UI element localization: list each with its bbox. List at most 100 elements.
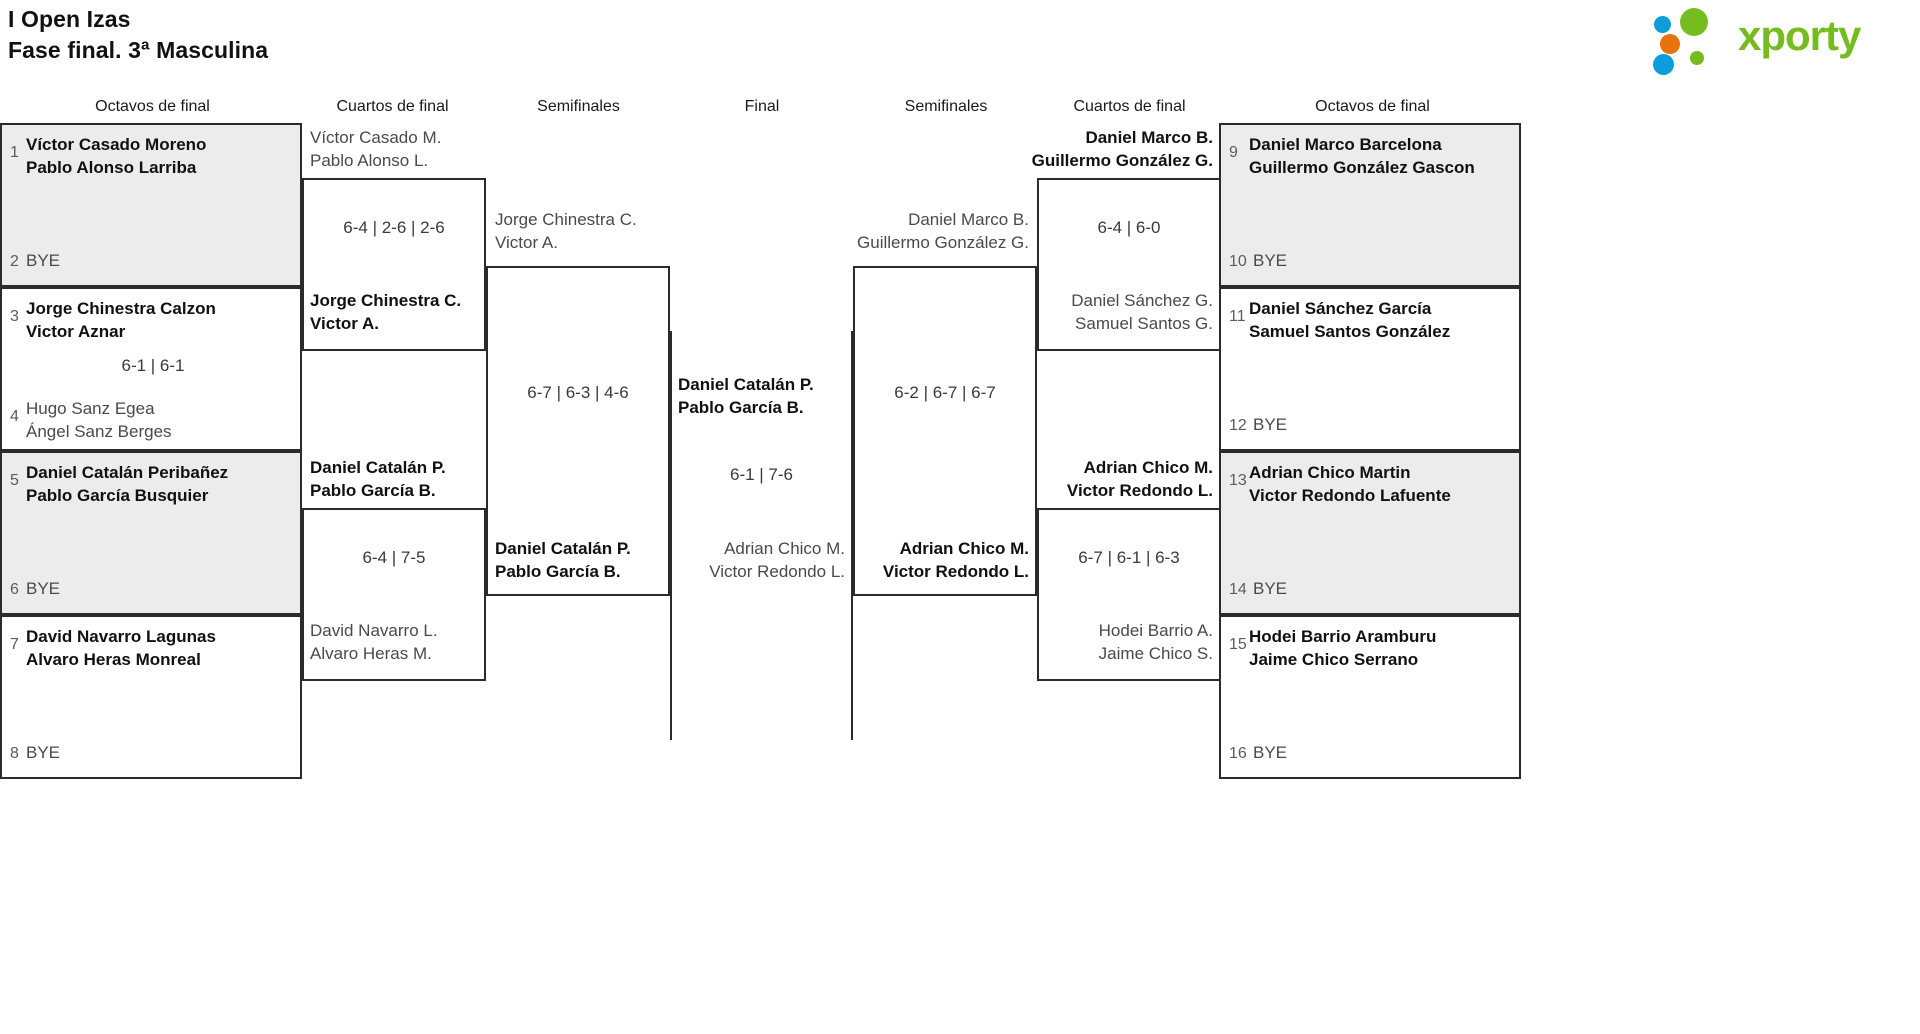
final-top-line2: Pablo García B. [678, 398, 804, 417]
sf-right-score: 6-2 | 6-7 | 6-7 [894, 383, 996, 402]
tournament-name: I Open Izas [8, 6, 131, 32]
logo-dot-blue-bottom [1653, 54, 1674, 75]
page-title: I Open Izas Fase final. 3ª Masculina [8, 4, 268, 66]
seed-player-line-1: Daniel Catalán Peribañez [26, 463, 229, 482]
final-box[interactable] [670, 331, 853, 740]
sf-right-bot-line2: Victor Redondo L. [882, 562, 1029, 581]
bye-label: BYE [1253, 579, 1288, 598]
seed-player-line-2: Pablo Alonso Larriba [26, 158, 197, 177]
sf-left-bot-line2: Pablo García B. [495, 562, 621, 581]
seed-number: 7 [10, 636, 19, 653]
final-score: 6-1 | 7-6 [729, 465, 793, 484]
qf-left-1-bot-line1: Jorge Chinestra C. [310, 291, 462, 310]
final-bot-line1: Adrian Chico M. [724, 539, 845, 558]
qf-left-1-score: 6-4 | 2-6 | 2-6 [343, 218, 445, 237]
logo-dot-green-large [1680, 8, 1708, 36]
seed-number: 9 [1229, 144, 1238, 161]
sf-left-score: 6-7 | 6-3 | 4-6 [527, 383, 629, 402]
final-top-line1: Daniel Catalán P. [678, 375, 814, 394]
qf-right-2-bot-line2: Jaime Chico S. [1098, 644, 1213, 663]
seed-player-line-1: Daniel Sánchez García [1249, 299, 1432, 318]
qf-left-1-top-line2: Pablo Alonso L. [310, 151, 429, 170]
logo-dot-orange [1660, 34, 1680, 54]
seed-cell-9-10[interactable]: 9 Daniel Marco Barcelona Guillermo Gonzá… [1219, 123, 1521, 287]
seed-number: 6 [10, 581, 19, 598]
qf-left-1-top-line1: Víctor Casado M. [310, 128, 442, 147]
qf-left-1-box[interactable] [302, 178, 486, 351]
qf-right-1-score: 6-4 | 6-0 [1097, 218, 1161, 237]
seed-cell-13-14[interactable]: 13 Adrian Chico Martin Victor Redondo La… [1219, 451, 1521, 615]
seed-player-line-2: Jaime Chico Serrano [1249, 650, 1419, 669]
round-header-octavos-left: Octavos de final [95, 98, 210, 115]
round-header-octavos-right: Octavos de final [1315, 98, 1430, 115]
qf-left-2-score: 6-4 | 7-5 [362, 548, 426, 567]
qf-left-2-bot-line1: David Navarro L. [310, 621, 438, 640]
seed-player-line-2: Samuel Santos González [1249, 322, 1451, 341]
seed-number: 14 [1229, 581, 1247, 598]
sf-left-bot-line1: Daniel Catalán P. [495, 539, 631, 558]
seed-number: 13 [1229, 472, 1247, 489]
seed-player-line-2: Victor Redondo Lafuente [1249, 486, 1451, 505]
final-bot-line2: Victor Redondo L. [709, 562, 845, 581]
sf-left-top-line1: Jorge Chinestra C. [495, 210, 637, 229]
match-score: 6-1 | 6-1 [121, 356, 185, 375]
seed-number: 3 [10, 308, 19, 325]
sf-right-bot-line1: Adrian Chico M. [899, 539, 1029, 558]
seed-number: 1 [10, 144, 19, 161]
seed-cell-15-16[interactable]: 15 Hodei Barrio Aramburu Jaime Chico Ser… [1219, 615, 1521, 779]
seed-player-line-2: Ángel Sanz Berges [26, 422, 172, 441]
sf-left-top-line2: Victor A. [495, 233, 558, 252]
seed-player-line-1: Adrian Chico Martin [1249, 463, 1411, 482]
logo-dot-green-small [1690, 51, 1704, 65]
round-header-cuartos-left: Cuartos de final [336, 98, 449, 115]
qf-right-2-top-line1: Adrian Chico M. [1083, 458, 1213, 477]
seed-number: 16 [1229, 745, 1247, 762]
seed-player-line-2: Pablo García Busquier [26, 486, 209, 505]
seed-player-line-2: Guillermo González Gascon [1249, 158, 1475, 177]
seed-number: 11 [1229, 308, 1246, 325]
logo-dot-blue-top [1654, 16, 1671, 33]
seed-player-line-1: Hodei Barrio Aramburu [1249, 627, 1437, 646]
seed-player-line-1: David Navarro Lagunas [26, 627, 216, 646]
seed-cell-5-6[interactable]: 5 Daniel Catalán Peribañez Pablo García … [0, 451, 302, 615]
qf-right-1-bot-line1: Daniel Sánchez G. [1071, 291, 1213, 310]
qf-right-2-bot-line1: Hodei Barrio A. [1098, 621, 1213, 640]
qf-right-1-top-line2: Guillermo González G. [1031, 151, 1213, 170]
round-header-semis-right: Semifinales [904, 98, 988, 115]
qf-left-2-bot-line2: Alvaro Heras M. [310, 644, 432, 663]
sf-right-top-line1: Daniel Marco B. [908, 210, 1029, 229]
bye-label: BYE [1253, 415, 1288, 434]
round-header-semis-left: Semifinales [537, 98, 620, 115]
qf-left-2-box[interactable] [302, 508, 486, 681]
bye-label: BYE [26, 579, 61, 598]
xporty-logo[interactable]: xporty [1650, 8, 1910, 75]
seed-number: 5 [10, 472, 19, 489]
seed-player-line-2: Alvaro Heras Monreal [26, 650, 201, 669]
sf-right-box[interactable] [853, 266, 1037, 596]
seed-player-line-1: Jorge Chinestra Calzon [26, 299, 216, 318]
seed-player-line-2: Victor Aznar [26, 322, 126, 341]
bracket-board: 1 Víctor Casado Moreno Pablo Alonso Larr… [0, 123, 1920, 1023]
bye-label: BYE [26, 743, 61, 762]
seed-cell-11-12[interactable]: 11 Daniel Sánchez García Samuel Santos G… [1219, 287, 1521, 451]
qf-right-1-bot-line2: Samuel Santos G. [1075, 314, 1213, 333]
seed-cell-7-8[interactable]: 7 David Navarro Lagunas Alvaro Heras Mon… [0, 615, 302, 779]
seed-cell-3-4[interactable]: 3 Jorge Chinestra Calzon Victor Aznar 6-… [0, 287, 302, 451]
qf-left-1-bot-line2: Victor A. [310, 314, 379, 333]
seed-number: 4 [10, 408, 19, 425]
bye-label: BYE [1253, 743, 1288, 762]
seed-player-line-1: Víctor Casado Moreno [26, 135, 207, 154]
seed-cell-1-2[interactable]: 1 Víctor Casado Moreno Pablo Alonso Larr… [0, 123, 302, 287]
bye-label: BYE [1253, 251, 1288, 270]
round-header-final: Final [744, 98, 780, 115]
qf-right-2-score: 6-7 | 6-1 | 6-3 [1078, 548, 1180, 567]
round-header-cuartos-right: Cuartos de final [1073, 98, 1186, 115]
seed-player-line-1: Hugo Sanz Egea [26, 399, 155, 418]
seed-number: 2 [10, 253, 19, 270]
seed-number: 8 [10, 745, 19, 762]
qf-left-2-top-line2: Pablo García B. [310, 481, 436, 500]
qf-right-1-top-line1: Daniel Marco B. [1085, 128, 1213, 147]
seed-number: 12 [1229, 417, 1247, 434]
sf-left-box[interactable] [486, 266, 670, 596]
